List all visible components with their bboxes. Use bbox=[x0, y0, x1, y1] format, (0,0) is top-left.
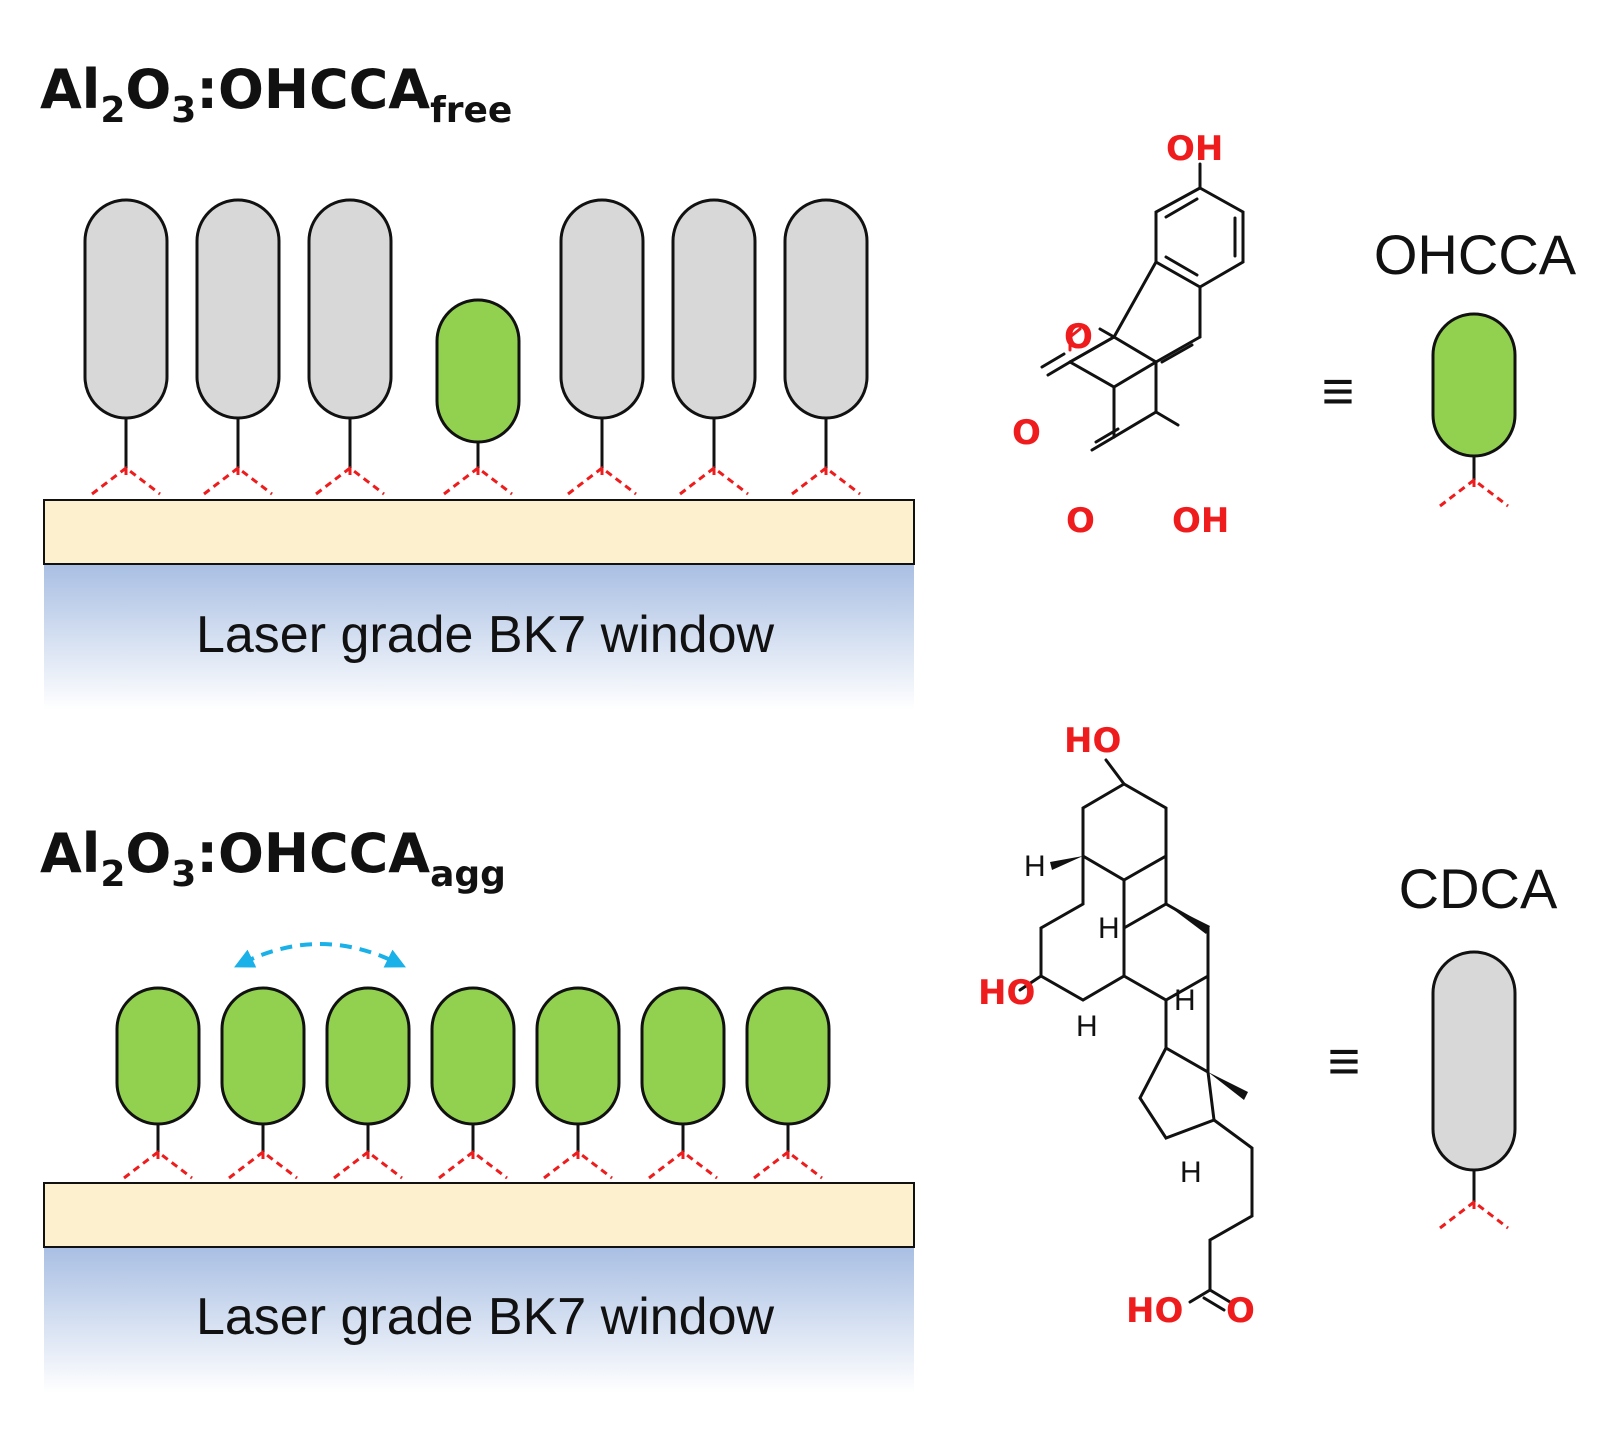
bk7-window-free bbox=[44, 565, 914, 710]
panel-agg-title: Al2O3:OHCCAagg bbox=[40, 822, 506, 895]
grey-pill bbox=[83, 198, 169, 420]
cdca-h1: H bbox=[1024, 850, 1046, 883]
bk7-window-agg bbox=[44, 1248, 914, 1393]
grey-pill bbox=[307, 198, 393, 420]
anchor-group bbox=[315, 466, 385, 496]
alumina-film-agg bbox=[43, 1182, 915, 1248]
green-molecule-legend bbox=[1431, 312, 1517, 508]
anchor-group bbox=[648, 1150, 718, 1180]
bk7-label-free: Laser grade BK7 window bbox=[196, 606, 775, 664]
grey-pill bbox=[671, 198, 757, 420]
ohcca-structure bbox=[1040, 162, 1245, 452]
grey-molecule-legend bbox=[1431, 950, 1517, 1230]
ohcca-oh-acid: OH bbox=[1172, 501, 1229, 541]
green-molecule-3 bbox=[430, 986, 516, 1180]
cdca-ho-mid: HO bbox=[978, 973, 1035, 1013]
anchor-group bbox=[91, 466, 161, 496]
anchor-group bbox=[753, 1150, 823, 1180]
grey-molecule-1 bbox=[195, 198, 281, 496]
cdca-o-acid: O bbox=[1226, 1291, 1255, 1331]
ohcca-o-ring: O bbox=[1064, 317, 1093, 357]
ohcca-legend-pill bbox=[1431, 312, 1517, 508]
anchor-group bbox=[333, 1150, 403, 1180]
ohcca-oh-top: OH bbox=[1166, 129, 1223, 169]
grey-pill bbox=[195, 198, 281, 420]
green-molecule-5 bbox=[640, 986, 726, 1180]
anchor-group bbox=[543, 1150, 613, 1180]
ohcca-o-carbonyl: O bbox=[1012, 413, 1041, 453]
green-pill bbox=[535, 986, 621, 1126]
grey-molecule-4 bbox=[559, 198, 645, 496]
grey-molecule-5 bbox=[671, 198, 757, 496]
grey-pill bbox=[1431, 950, 1517, 1172]
green-pill bbox=[1431, 312, 1517, 458]
alumina-film-free bbox=[43, 499, 915, 565]
green-pill bbox=[640, 986, 726, 1126]
anchor-group bbox=[1439, 1200, 1509, 1230]
green-pill bbox=[430, 986, 516, 1126]
panel-free-molecules bbox=[83, 198, 869, 496]
cdca-h5: H bbox=[1180, 1156, 1202, 1189]
green-pill bbox=[745, 986, 831, 1126]
anchor-group bbox=[1439, 478, 1509, 508]
anchor-group bbox=[203, 466, 273, 496]
green-molecule-3 bbox=[435, 298, 521, 496]
green-molecule-0 bbox=[115, 986, 201, 1180]
cdca-ho-acid: HO bbox=[1126, 1291, 1183, 1331]
green-molecule-6 bbox=[745, 986, 831, 1180]
anchor-group bbox=[443, 466, 513, 496]
ohcca-equiv: ≡ bbox=[1322, 359, 1355, 422]
grey-pill bbox=[783, 198, 869, 420]
cdca-equiv: ≡ bbox=[1328, 1029, 1361, 1092]
anchor-group bbox=[228, 1150, 298, 1180]
green-pill bbox=[115, 986, 201, 1126]
green-pill bbox=[220, 986, 306, 1126]
grey-molecule-2 bbox=[307, 198, 393, 496]
cdca-ho-top: HO bbox=[1064, 721, 1121, 761]
cdca-legend-pill bbox=[1431, 950, 1517, 1230]
green-molecule-4 bbox=[535, 986, 621, 1180]
panel-free-title: Al2O3:OHCCAfree bbox=[40, 58, 512, 131]
cdca-h3: H bbox=[1174, 984, 1196, 1017]
ohcca-o-acid: O bbox=[1066, 501, 1095, 541]
green-pill bbox=[435, 298, 521, 444]
green-molecule-1 bbox=[220, 986, 306, 1180]
cdca-structure bbox=[1018, 758, 1254, 1312]
grey-molecule-6 bbox=[783, 198, 869, 496]
green-molecule-2 bbox=[325, 986, 411, 1180]
cdca-label: CDCA bbox=[1399, 857, 1558, 920]
interaction-arrow bbox=[234, 942, 406, 968]
cdca-h2: H bbox=[1098, 912, 1120, 945]
anchor-group bbox=[791, 466, 861, 496]
anchor-group bbox=[679, 466, 749, 496]
bk7-label-agg: Laser grade BK7 window bbox=[196, 1288, 775, 1346]
ohcca-label: OHCCA bbox=[1374, 223, 1577, 286]
anchor-group bbox=[123, 1150, 193, 1180]
cdca-h4: H bbox=[1076, 1010, 1098, 1043]
panel-agg-molecules bbox=[115, 986, 831, 1180]
grey-pill bbox=[559, 198, 645, 420]
anchor-group bbox=[567, 466, 637, 496]
grey-molecule-0 bbox=[83, 198, 169, 496]
green-pill bbox=[325, 986, 411, 1126]
anchor-group bbox=[438, 1150, 508, 1180]
